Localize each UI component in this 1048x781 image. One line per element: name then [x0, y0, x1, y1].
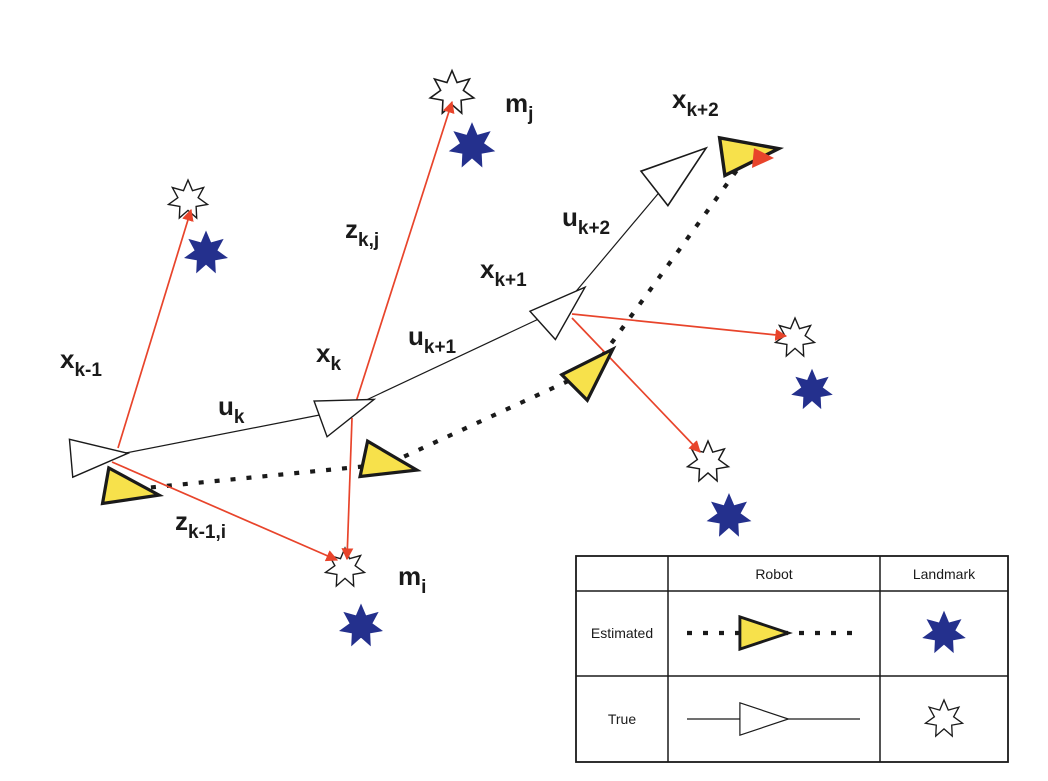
label-main: z — [175, 506, 188, 536]
label-main: m — [398, 561, 421, 591]
label-sub: k,j — [358, 230, 379, 251]
label-x-k+1: xk+1 — [480, 254, 527, 291]
label-main: u — [562, 202, 578, 232]
label-main: x — [316, 338, 331, 368]
measurement-arrow — [354, 100, 455, 406]
label-sub: k+1 — [494, 270, 527, 291]
legend-table: Robot Landmark Estimated True — [575, 555, 1009, 763]
measurement-arrow — [111, 461, 339, 562]
legend-border — [575, 555, 1009, 763]
label-sub: k+2 — [578, 218, 610, 239]
odometry-line — [99, 169, 679, 459]
label-main: m — [505, 88, 528, 118]
label-m-i: mi — [398, 561, 426, 598]
label-sub: k-1,i — [188, 522, 226, 543]
label-main: x — [60, 344, 75, 374]
label-main: x — [480, 254, 495, 284]
legend-header-landmark: Landmark — [913, 566, 976, 582]
label-main: x — [672, 84, 687, 114]
label-z-k-1-i: zk-1,i — [175, 506, 226, 543]
label-u-k+2: uk+2 — [562, 202, 610, 239]
red-arrowhead — [752, 148, 774, 168]
legend-row-label-estimated: Estimated — [591, 625, 653, 641]
label-main: u — [218, 391, 234, 421]
label-z-k-j: zk,j — [345, 214, 379, 251]
label-sub: k-1 — [74, 360, 102, 381]
legend-header-robot: Robot — [755, 566, 792, 582]
label-sub: k — [234, 407, 245, 428]
label-u-k: uk — [218, 391, 245, 428]
label-sub: k+2 — [686, 100, 718, 121]
label-main: z — [345, 214, 358, 244]
label-x-k: xk — [316, 338, 341, 375]
label-sub: j — [527, 104, 533, 125]
measurement-arrow — [571, 317, 701, 453]
legend-row-label-true: True — [608, 711, 636, 727]
label-main: u — [408, 321, 424, 351]
label-x-k+2: xk+2 — [672, 84, 719, 121]
label-u-k+1: uk+1 — [408, 321, 457, 358]
label-sub: i — [421, 577, 426, 598]
measurement-arrow — [117, 208, 194, 449]
measurement-arrow — [341, 417, 354, 561]
estimated-path-dashed-line — [134, 153, 750, 492]
label-m-j: mj — [505, 88, 533, 125]
label-x-k-1: xk-1 — [60, 344, 102, 381]
label-sub: k+1 — [424, 337, 457, 358]
measurement-arrow — [571, 313, 788, 341]
label-sub: k — [330, 354, 341, 375]
